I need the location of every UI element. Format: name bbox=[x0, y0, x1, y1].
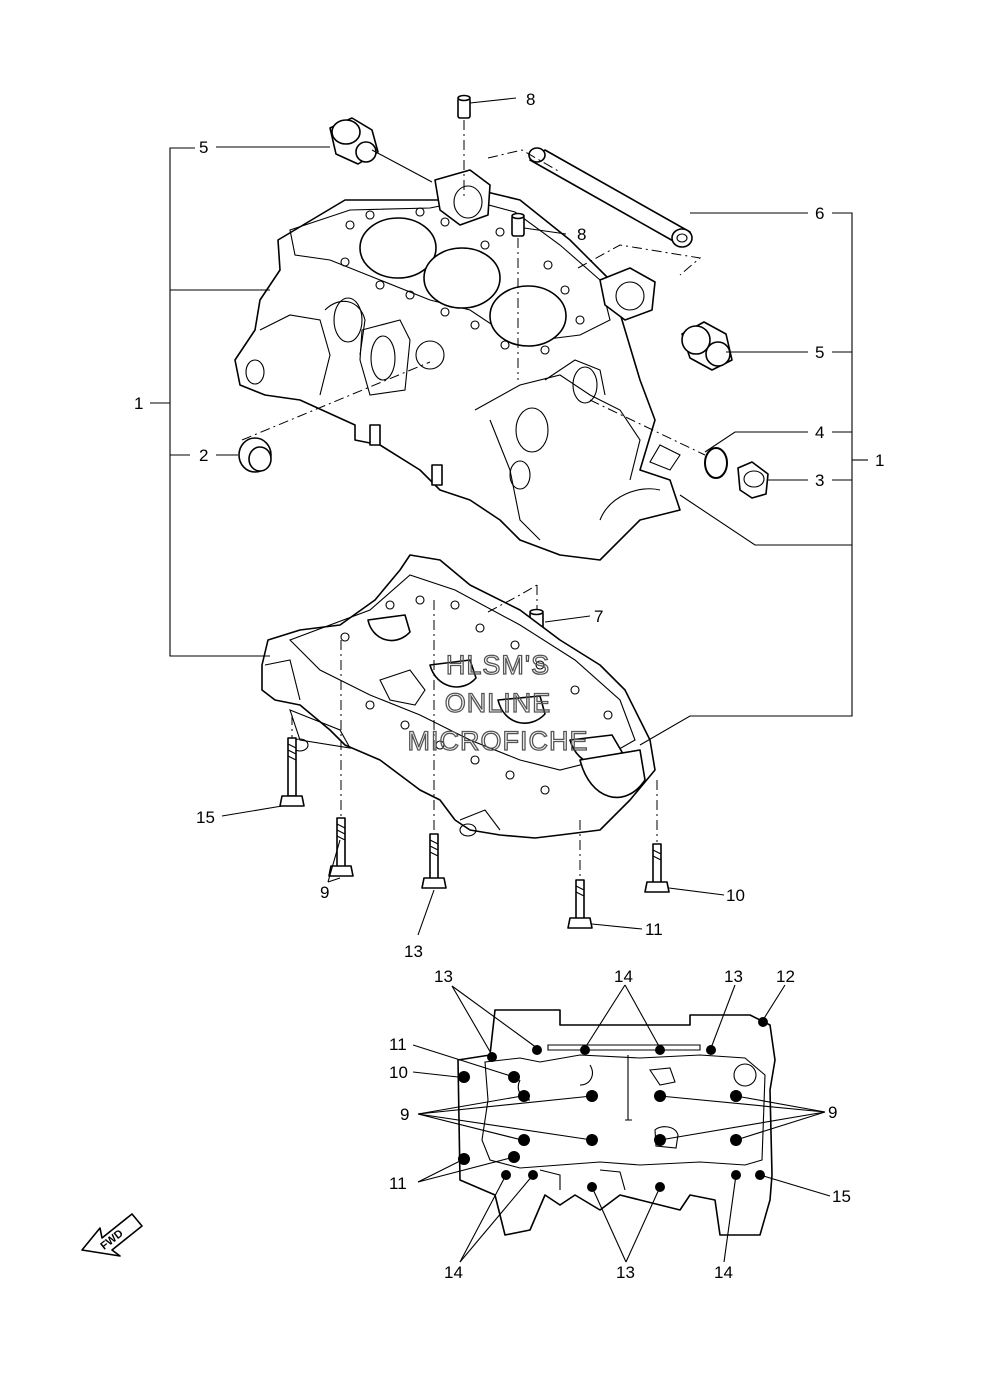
inset-callout-12: 12 bbox=[776, 967, 795, 986]
fwd-arrow-icon: FWD bbox=[81, 1213, 143, 1257]
inset-callout-15: 15 bbox=[832, 1187, 851, 1206]
collar-6 bbox=[528, 147, 693, 248]
o-ring-4 bbox=[704, 447, 728, 479]
inset-callout-11-bottom: 11 bbox=[389, 1174, 407, 1193]
watermark-line-1: HLSM'S bbox=[446, 650, 550, 680]
inset-callout-13-bottom: 13 bbox=[616, 1263, 635, 1282]
dowel-pin-8-top bbox=[457, 94, 471, 119]
inset-callout-13-top: 13 bbox=[724, 967, 743, 986]
bolt-11 bbox=[567, 879, 593, 929]
plug-2 bbox=[238, 437, 272, 473]
bolt-pattern-inset bbox=[412, 984, 831, 1263]
watermark: HLSM'S ONLINE MICROFICHE bbox=[407, 649, 589, 756]
plug-3 bbox=[737, 461, 769, 499]
inset-callout-13-left: 13 bbox=[434, 967, 453, 986]
callout-9: 9 bbox=[320, 883, 329, 902]
callout-15: 15 bbox=[196, 808, 215, 827]
callout-8-mid: 8 bbox=[577, 225, 586, 244]
inset-callout-14-top: 14 bbox=[614, 967, 633, 986]
bolt-13 bbox=[421, 833, 447, 889]
callout-3: 3 bbox=[815, 471, 824, 490]
callout-8-top: 8 bbox=[526, 90, 535, 109]
watermark-line-3: MICROFICHE bbox=[408, 726, 589, 756]
dowel-pin-8-mid bbox=[511, 212, 525, 237]
callout-5-right: 5 bbox=[815, 343, 824, 362]
callout-5-top: 5 bbox=[199, 138, 208, 157]
bolt-15 bbox=[279, 737, 305, 807]
callout-labels: 8 5 6 8 5 1 4 2 1 3 7 15 9 10 11 13 bbox=[134, 90, 884, 961]
watermark-line-2: ONLINE bbox=[445, 688, 552, 718]
damper-5-right bbox=[681, 321, 733, 371]
callout-1-left: 1 bbox=[134, 394, 143, 413]
callout-7: 7 bbox=[594, 607, 603, 626]
inset-callout-9-right: 9 bbox=[828, 1103, 837, 1122]
inset-callout-14-bottom-left: 14 bbox=[444, 1263, 463, 1282]
inset-callout-11-top: 11 bbox=[389, 1035, 407, 1054]
bolt-9 bbox=[328, 817, 354, 877]
callout-1-right: 1 bbox=[875, 451, 884, 470]
lower-crankcase bbox=[261, 554, 656, 839]
callout-11: 11 bbox=[645, 920, 663, 939]
callout-10: 10 bbox=[726, 886, 745, 905]
callout-13: 13 bbox=[404, 942, 423, 961]
inset-callout-labels: 13 14 13 12 11 10 9 9 11 15 14 13 14 bbox=[389, 967, 851, 1282]
callout-6: 6 bbox=[815, 204, 824, 223]
bolt-10 bbox=[644, 843, 670, 893]
damper-5-top bbox=[329, 117, 379, 165]
inset-callout-9-left: 9 bbox=[400, 1105, 409, 1124]
callout-2: 2 bbox=[199, 446, 208, 465]
upper-crankcase bbox=[234, 169, 681, 561]
callout-4: 4 bbox=[815, 423, 824, 442]
inset-callout-10: 10 bbox=[389, 1063, 408, 1082]
inset-callout-14-bottom-right: 14 bbox=[714, 1263, 733, 1282]
